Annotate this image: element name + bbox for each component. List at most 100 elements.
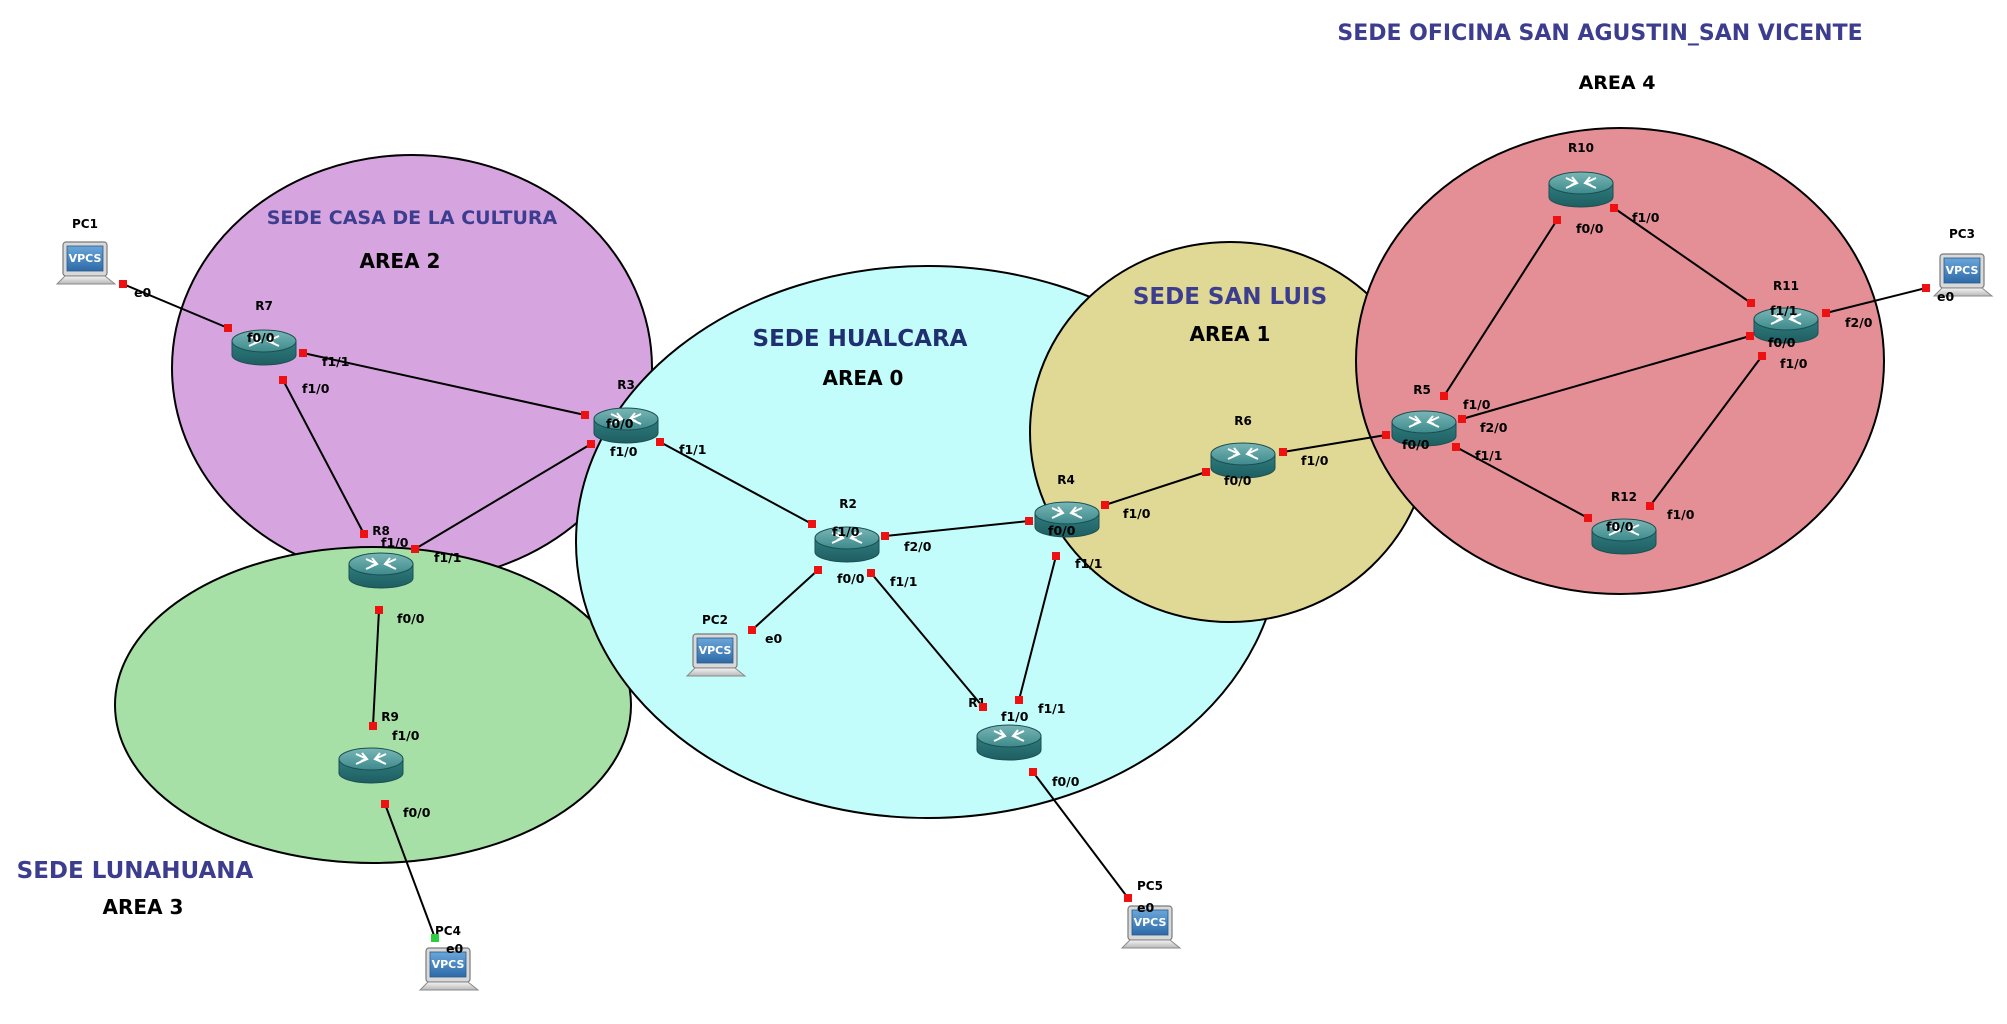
port-label: e0: [1137, 900, 1154, 915]
port-status-marker: [656, 438, 664, 446]
link-r3-r2[interactable]: [659, 441, 813, 525]
port-status-marker: [360, 530, 368, 538]
router-r12[interactable]: [1591, 518, 1657, 555]
port-status-marker: [1584, 514, 1592, 522]
link-r5-r11[interactable]: [1461, 335, 1751, 420]
zone-area4-title: SEDE OFICINA SAN AGUSTIN_SAN VICENTE: [1337, 21, 1862, 46]
link-r8-r9[interactable]: [372, 609, 380, 727]
zone-area3-area-label: AREA 3: [103, 895, 184, 919]
port-label: e0: [1937, 289, 1954, 304]
zone-area4: [1355, 127, 1885, 595]
link-r6-r5[interactable]: [1282, 434, 1387, 453]
link-r1-pc5[interactable]: [1032, 771, 1129, 899]
port-label: f2/0: [904, 539, 932, 554]
router-arrows-icon: [1608, 523, 1640, 536]
router-label: R11: [1773, 279, 1799, 293]
vpcs-badge: VPCS: [69, 252, 102, 265]
port-status-marker: [1029, 768, 1037, 776]
port-label: f1/1: [434, 550, 461, 565]
port-status-marker: [279, 376, 287, 384]
link-pc1-r7[interactable]: [122, 283, 229, 329]
port-status-marker: [808, 520, 816, 528]
zone-area2-area-label: AREA 2: [360, 249, 441, 273]
port-status-marker: [1822, 309, 1830, 317]
pc-pc1[interactable]: VPCS: [55, 241, 117, 285]
monitor-screen-icon: [1943, 257, 1981, 284]
pc-pc2[interactable]: VPCS: [685, 633, 747, 677]
link-r5-r10[interactable]: [1443, 219, 1558, 397]
link-r7-r8[interactable]: [282, 379, 365, 535]
port-status-marker: [1758, 352, 1766, 360]
pc-label: PC5: [1137, 879, 1163, 893]
port-label: f0/0: [1402, 437, 1430, 452]
router-r1[interactable]: [976, 724, 1042, 761]
keyboard-base-icon: [55, 275, 117, 285]
router-r5[interactable]: [1391, 410, 1457, 447]
router-label: R2: [839, 497, 857, 511]
router-r6[interactable]: [1210, 442, 1276, 479]
router-arrows-icon: [355, 752, 387, 765]
link-r2-pc2[interactable]: [751, 569, 819, 631]
router-r7[interactable]: [231, 329, 297, 366]
port-label: f0/0: [403, 805, 431, 820]
port-status-marker: [881, 532, 889, 540]
zone-area2-title: SEDE CASA DE LA CULTURA: [267, 207, 558, 229]
zone-area4-area-label: AREA 4: [1579, 72, 1656, 94]
port-status-marker: [369, 722, 377, 730]
router-label: R12: [1611, 490, 1637, 504]
link-r8-r3[interactable]: [414, 443, 592, 550]
link-r11-pc3[interactable]: [1825, 287, 1927, 314]
zone-area0-title: SEDE HUALCARA: [753, 326, 968, 352]
router-r4[interactable]: [1034, 501, 1100, 538]
port-label: f1/0: [381, 535, 409, 550]
router-r10[interactable]: [1548, 171, 1614, 208]
router-label: R7: [255, 299, 273, 313]
link-r11-r12[interactable]: [1649, 355, 1763, 507]
port-label: e0: [134, 285, 151, 300]
port-status-marker: [979, 703, 987, 711]
router-r3[interactable]: [593, 407, 659, 444]
pc-pc4[interactable]: VPCS: [418, 947, 480, 991]
pc-pc5[interactable]: VPCS: [1120, 905, 1182, 949]
port-label: f0/0: [606, 416, 634, 431]
pc-pc3[interactable]: VPCS: [1932, 253, 1994, 297]
router-label: R3: [617, 378, 635, 392]
router-r9[interactable]: [338, 747, 404, 784]
router-label: R4: [1057, 473, 1075, 487]
port-label: f1/1: [1075, 556, 1102, 571]
link-r7-r3[interactable]: [302, 352, 586, 416]
link-r4-r1[interactable]: [1018, 555, 1057, 701]
link-r5-r12[interactable]: [1455, 446, 1589, 519]
link-r9-pc4[interactable]: [384, 803, 436, 939]
port-label: f1/1: [322, 354, 349, 369]
router-arrows-icon: [365, 557, 397, 570]
port-status-marker: [1052, 552, 1060, 560]
port-status-marker: [748, 626, 756, 634]
monitor-screen-icon: [66, 245, 104, 272]
port-label: f0/0: [397, 611, 425, 626]
link-r2-r4[interactable]: [884, 520, 1030, 537]
vpcs-badge: VPCS: [699, 644, 732, 657]
port-status-marker: [867, 569, 875, 577]
router-arrows-icon: [1227, 447, 1259, 460]
zone-area1-title: SEDE SAN LUIS: [1133, 284, 1327, 310]
router-r2[interactable]: [814, 526, 880, 563]
link-r2-r1[interactable]: [870, 572, 984, 708]
vpcs-badge: VPCS: [1946, 264, 1979, 277]
router-r11[interactable]: [1753, 307, 1819, 344]
port-status-marker: [814, 566, 822, 574]
router-r8[interactable]: [348, 552, 414, 589]
port-label: f1/1: [1770, 303, 1797, 318]
port-status-marker: [1279, 448, 1287, 456]
zone-area0-area-label: AREA 0: [823, 366, 904, 390]
keyboard-base-icon: [1932, 287, 1994, 297]
port-label: f1/0: [1001, 709, 1029, 724]
link-r4-r6[interactable]: [1104, 471, 1207, 506]
pc-label: PC1: [72, 217, 98, 231]
port-status-marker: [119, 280, 127, 288]
router-arrows-icon: [1408, 415, 1440, 428]
pc-label: PC3: [1949, 227, 1975, 241]
port-label: f0/0: [1606, 519, 1634, 534]
link-r10-r11[interactable]: [1613, 207, 1752, 304]
